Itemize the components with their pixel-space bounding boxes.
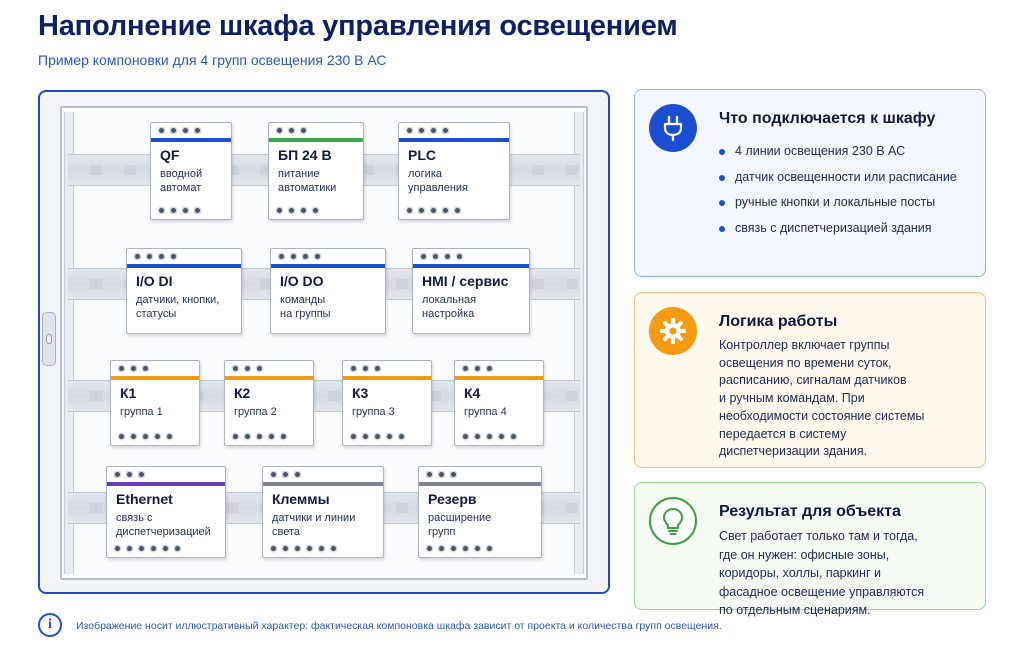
lightbulb-icon [649, 497, 697, 545]
cabinet-post-right [574, 112, 584, 574]
card-connections: Что подключается к шкафу 4 линии освещен… [634, 89, 986, 277]
card-logic: Логика работы Контроллер включает группы… [634, 292, 986, 468]
module-stripe [419, 482, 541, 486]
info-icon: i [38, 613, 62, 637]
list-item: ручные кнопки и локальные посты [719, 195, 957, 221]
module-title: БП 24 В [278, 147, 332, 163]
module-desc: группа 3 [352, 406, 395, 418]
module-k1: К1 группа 1 [110, 360, 200, 446]
module-title: Ethernet [116, 491, 173, 507]
footer-note: Изображение носит иллюстративный характе… [76, 620, 722, 632]
list-item: связь с диспетчеризацией здания [719, 221, 957, 247]
module-stripe [111, 376, 199, 380]
plug-icon [649, 104, 697, 152]
module-title: I/O DI [136, 273, 173, 289]
module-stripe [271, 264, 385, 268]
module-desc: группа 1 [120, 406, 163, 418]
module-title: К1 [120, 385, 137, 401]
module-k4: К4 группа 4 [454, 360, 544, 446]
module-title: QF [160, 147, 180, 163]
module-stripe [399, 138, 509, 142]
card-text: Контроллер включает группы освещения по … [719, 338, 925, 459]
module-title: PLC [408, 147, 436, 163]
module-title: К3 [352, 385, 369, 401]
card-title: Результат для объекта [719, 503, 901, 520]
module-stripe [269, 138, 363, 142]
module-title: HMI / сервис [422, 273, 509, 289]
list-item: датчик освещенности или расписание [719, 170, 957, 196]
list-item: 4 линии освещения 230 В АС [719, 144, 957, 170]
card-text: Свет работает только там и тогда, где он… [719, 529, 925, 617]
module-desc: группа 4 [464, 406, 507, 418]
page-title: Наполнение шкафа управления освещением [38, 10, 678, 42]
module-k2: К2 группа 2 [224, 360, 314, 446]
module-stripe [107, 482, 225, 486]
gear-icon [649, 307, 697, 355]
module-desc: группа 2 [234, 406, 277, 418]
module-stripe [263, 482, 383, 486]
page-subtitle: Пример компоновки для 4 групп освещения … [38, 52, 387, 68]
module-title: К4 [464, 385, 481, 401]
module-desc: датчики, кнопки,статусы [136, 294, 220, 320]
module-io-di: I/O DI датчики, кнопки,статусы [126, 248, 242, 334]
module-title: К2 [234, 385, 251, 401]
connection-list: 4 линии освещения 230 В АС датчик освеще… [719, 144, 957, 246]
module-title: I/O DO [280, 273, 324, 289]
cabinet-door-handle [42, 312, 56, 366]
module-stripe [127, 264, 241, 268]
module-title: Резерв [428, 491, 477, 507]
module-stripe [413, 264, 529, 268]
module-stripe [151, 138, 231, 142]
card-title: Что подключается к шкафу [719, 110, 936, 127]
module-stripe [225, 376, 313, 380]
module-stripe [343, 376, 431, 380]
module-stripe [455, 376, 543, 380]
module-title: Клеммы [272, 491, 330, 507]
card-title: Логика работы [719, 313, 838, 330]
card-result: Результат для объекта Свет работает толь… [634, 482, 986, 617]
module-k3: К3 группа 3 [342, 360, 432, 446]
cabinet-post-left [64, 112, 74, 574]
